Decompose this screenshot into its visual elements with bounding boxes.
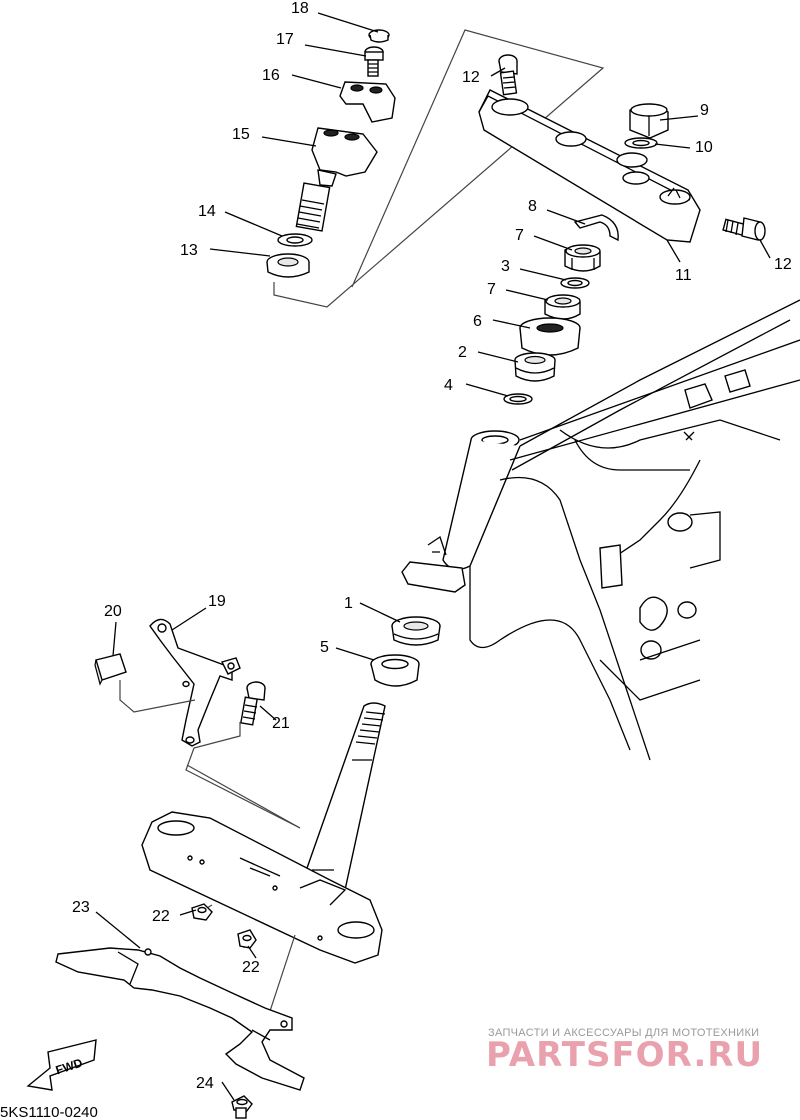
part-21-bolt — [240, 681, 266, 726]
watermark: ЗАПЧАСТИ И АКСЕССУАРЫ ДЛЯ МОТОТЕХНИКИ PA… — [486, 1027, 763, 1075]
callout-10: 10 — [695, 139, 713, 156]
callout-18: 18 — [291, 0, 309, 17]
callouts: 18 17 16 15 14 13 12 9 10 8 7 3 7 6 2 4 … — [72, 0, 792, 1092]
part-14-washer — [277, 233, 313, 247]
part-12-bolt-upper — [498, 54, 518, 96]
part-13-bushing — [266, 253, 310, 278]
callout-22-b: 22 — [242, 959, 260, 976]
part-12-bolt-side — [722, 217, 766, 241]
callout-19: 19 — [208, 593, 226, 610]
handlebar-holder-group — [266, 29, 605, 308]
under-bracket — [141, 811, 383, 964]
part-4-seal — [503, 393, 533, 405]
steering-stem — [299, 702, 386, 891]
part-6-cover — [519, 317, 581, 356]
callout-4: 4 — [444, 377, 453, 394]
part-7-ring-nut-upper — [564, 244, 601, 272]
callout-22-a: 22 — [152, 908, 170, 925]
part-19-bracket — [149, 618, 241, 747]
callout-5: 5 — [320, 639, 329, 656]
callout-16: 16 — [262, 67, 280, 84]
callout-11: 11 — [675, 267, 692, 284]
frame — [401, 299, 800, 761]
part-8-lock-washer — [573, 214, 619, 242]
callout-7-upper: 7 — [515, 227, 524, 244]
part-3-washer — [560, 277, 590, 289]
callout-6: 6 — [473, 313, 482, 330]
part-22-nut-b — [237, 929, 257, 949]
callout-17: 17 — [276, 31, 294, 48]
callout-12-side: 12 — [774, 256, 792, 273]
callout-7-lower: 7 — [487, 281, 496, 298]
watermark-tagline: ЗАПЧАСТИ И АКСЕССУАРЫ ДЛЯ МОТОТЕХНИКИ — [488, 1027, 759, 1039]
leader-lines — [95, 12, 771, 1101]
part-1-bearing — [391, 616, 441, 646]
part-24-bolt — [231, 1095, 253, 1119]
part-2-bearing — [514, 352, 556, 382]
part-5-seal — [370, 654, 420, 687]
callout-21: 21 — [272, 715, 290, 732]
part-15-lower-holder — [295, 127, 378, 232]
callout-13: 13 — [180, 242, 198, 259]
part-18-screw-cap — [368, 29, 390, 43]
part-10-washer — [624, 137, 658, 149]
part-22-nut-a — [191, 903, 213, 921]
diagram-code: 5KS1110-0240 — [0, 1104, 98, 1120]
callout-12-upper: 12 — [462, 69, 480, 86]
part-16-upper-holder — [339, 81, 396, 123]
callout-20: 20 — [104, 603, 122, 620]
callout-24: 24 — [196, 1075, 214, 1092]
callout-23: 23 — [72, 899, 90, 916]
callout-1: 1 — [344, 595, 353, 612]
watermark-site: PARTSFOR.RU — [486, 1035, 763, 1075]
callout-2: 2 — [458, 344, 467, 361]
callout-8: 8 — [528, 198, 537, 215]
part-11-upper-bracket — [478, 89, 701, 243]
fwd-arrow: FWD — [26, 1039, 97, 1091]
callout-15: 15 — [232, 126, 250, 143]
callout-9: 9 — [700, 102, 709, 119]
callout-14: 14 — [198, 203, 216, 220]
part-17-bolt — [364, 46, 384, 77]
part-7-ring-nut-lower — [544, 294, 581, 320]
callout-3: 3 — [501, 258, 510, 275]
part-23-plate — [55, 947, 305, 1091]
part-9-nut — [629, 103, 669, 139]
part-20-rubber — [94, 653, 127, 686]
